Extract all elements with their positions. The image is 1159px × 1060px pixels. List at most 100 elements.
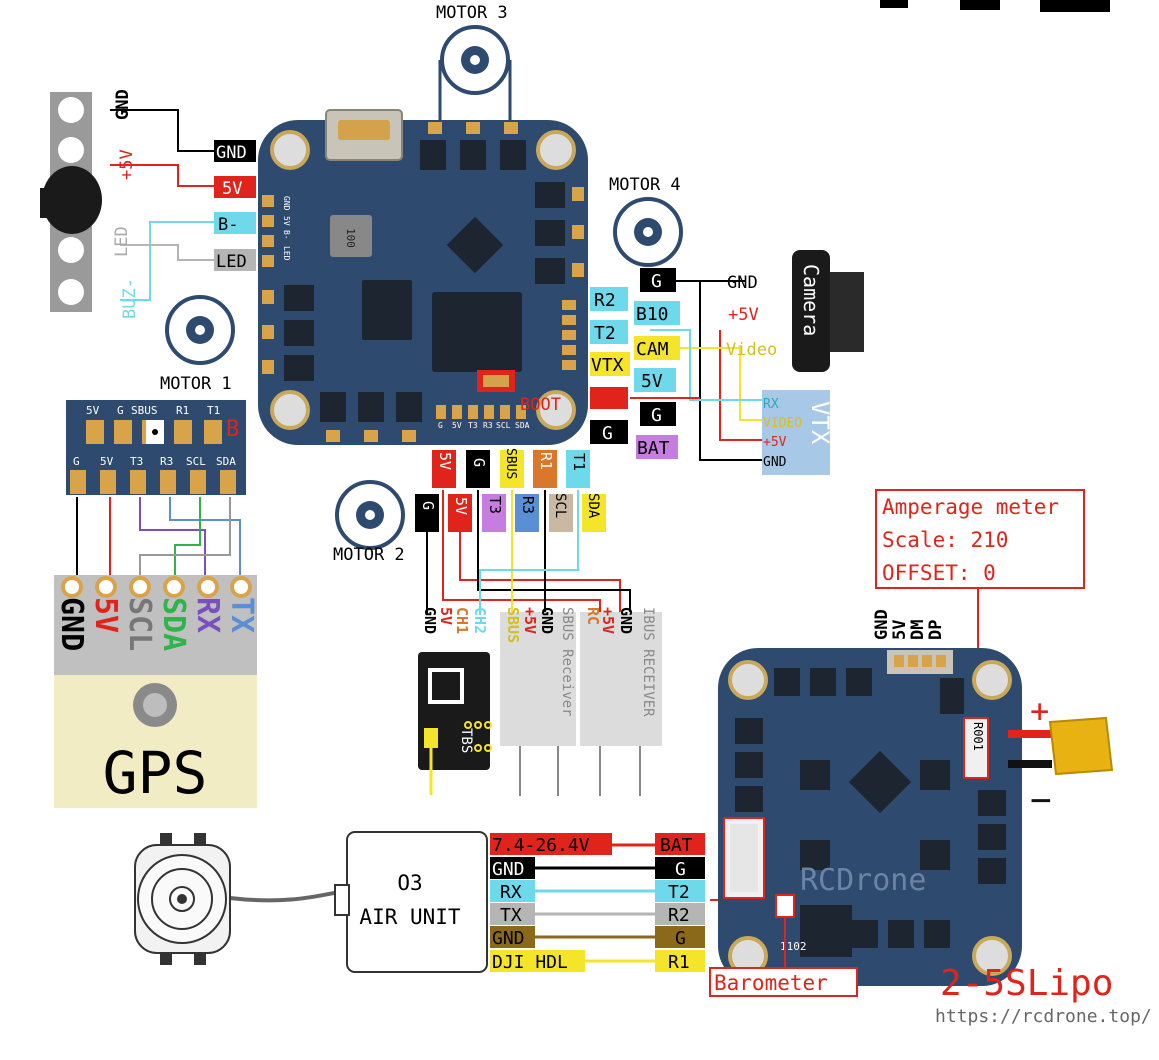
air-unit-line1: O3: [397, 871, 422, 895]
air-left-bat: 7.4-26.4V: [492, 835, 590, 856]
esc-pin-5v: 5V: [890, 620, 910, 640]
battery-plus: +: [1030, 692, 1049, 730]
tag-t1-bottom: T1: [570, 453, 588, 471]
gps-top-label-r1: R1: [176, 404, 189, 417]
esc-board-mark: 1102: [780, 940, 807, 953]
fc-silk-5v-left: 5V: [282, 216, 291, 226]
gps-bottom-label-r3: R3: [160, 455, 173, 468]
fc-silk-r3: R3: [483, 421, 493, 430]
tag-r3-bottom: R3: [519, 496, 537, 514]
camera-5v-label: +5V: [728, 305, 759, 325]
motor-1-label: MOTOR 1: [160, 374, 232, 394]
tag-b10-right: B10: [636, 304, 669, 325]
motor-4: MOTOR 4: [609, 175, 683, 267]
air-left-hdl: DJI HDL: [492, 952, 568, 973]
tag-g2-right: G: [651, 405, 662, 426]
fc-right-tags: G R2 B10 T2 CAM VTX 5V G G BAT: [590, 268, 680, 459]
tag-g-right: G: [651, 271, 662, 292]
amperage-meter-box: Amperage meter Scale: 210 OFFSET: 0: [875, 489, 1085, 651]
tag-bat-right: BAT: [637, 438, 670, 459]
source-url: https://rcdrone.top/: [935, 1006, 1152, 1027]
fc-bottom-tags: 5V G SBUS R1 T1 G 5V T3 R3 SCL SDA: [415, 448, 606, 532]
tag-g-bottom: G: [470, 458, 488, 467]
buzzer-gnd-label: GND: [113, 89, 133, 120]
camera: Camera GND +5V Video: [726, 250, 864, 372]
gps-top-label-t1: T1: [207, 404, 220, 417]
ibus-pin-5v: +5V: [599, 607, 617, 634]
esc-pin-gnd: GND: [872, 609, 892, 640]
air-left-gnd2: GND: [492, 928, 525, 949]
gps-top-label-5v: 5V: [86, 404, 100, 417]
gps-pin-gnd: GND: [54, 597, 89, 651]
tag-bminus-left: B-: [218, 215, 238, 235]
ibus-pin-rc: RC: [584, 607, 602, 625]
tag-t2-right: T2: [594, 323, 616, 344]
buzzer-led-label: LED: [112, 226, 132, 257]
tag-sda-bottom: SDA: [585, 493, 601, 519]
gps-top-label-sbus: SBUS: [131, 404, 158, 417]
gps-pin-rx: RX: [190, 597, 225, 633]
motor-1: MOTOR 1: [160, 295, 235, 394]
tag-gnd-left: GND: [216, 143, 247, 163]
camera-label: Camera: [799, 264, 823, 336]
fc-silk-led: LED: [282, 246, 291, 261]
air-right-r1: R1: [668, 952, 690, 973]
motor-3-label: MOTOR 3: [436, 3, 508, 23]
air-right-g2: G: [675, 928, 686, 949]
fc-silk-t3: T3: [468, 421, 478, 430]
tag-vtx-right: VTX: [591, 355, 624, 376]
gps-connector-board: 5V G SBUS R1 T1 B G 5V T3 R3 SCL SDA: [66, 400, 246, 495]
vtx-video-label: VIDEO: [763, 416, 802, 431]
gps-pin-5v: 5V: [88, 597, 123, 633]
fc-silk-gnd: GND: [282, 196, 291, 211]
tag-5v-left: 5V: [222, 179, 242, 199]
fc-silk-5v: 5V: [452, 421, 462, 430]
motor-2-label: MOTOR 2: [333, 545, 405, 565]
vtx: VTX RX VIDEO +5V GND: [762, 390, 834, 475]
tag-scl-bottom: SCL: [552, 493, 568, 518]
barometer-callout: Barometer: [709, 918, 858, 997]
fc-silk-sda: SDA: [515, 421, 530, 430]
wires: [76, 109, 762, 963]
boot-label: BOOT: [520, 395, 561, 415]
fc-silk-scl: SCL: [496, 421, 511, 430]
esc-board: R001 GND 5V DM DP RCDrone 1102: [718, 609, 1022, 986]
sbus-pin-gnd: GND: [538, 607, 556, 634]
tag-g-bottom-b: G: [419, 501, 437, 510]
air-right-bat: BAT: [660, 835, 693, 856]
gps-title: GPS: [103, 739, 208, 807]
sbus-label: SBUS Receiver: [559, 607, 575, 717]
air-unit: O3 AIR UNIT: [334, 831, 488, 973]
vtx-title: VTX: [806, 401, 834, 445]
fc-silk-g: G: [438, 421, 443, 430]
camera-video-label: Video: [726, 340, 777, 360]
air-left-tx: TX: [500, 905, 522, 926]
gps-bottom-label-5v: 5V: [100, 455, 114, 468]
ibus-pin-gnd: GND: [617, 607, 635, 634]
tag-cam-right: CAM: [636, 339, 669, 360]
camera-gnd-label: GND: [727, 273, 758, 293]
tag-5v-bottom-b: 5V: [452, 497, 470, 515]
air-right-r2: R2: [668, 905, 690, 926]
gps-module: GND 5V SCL SDA RX TX GPS: [54, 575, 259, 808]
tag-r1-bottom: R1: [537, 452, 555, 470]
air-left-rx: RX: [500, 882, 522, 903]
gps-top-label-b: B: [226, 417, 239, 442]
meter-offset: OFFSET: 0: [882, 561, 996, 585]
gps-pin-tx: TX: [224, 597, 259, 633]
buzzer: GND +5V LED BUZ-: [40, 89, 140, 319]
battery-lead: + −: [1008, 692, 1114, 821]
tag-5v-right: 5V: [641, 371, 663, 392]
meter-scale: Scale: 210: [882, 528, 1008, 552]
buzzer-buz-label: BUZ-: [120, 278, 140, 319]
fc-silk-bminus: B-: [282, 230, 291, 240]
air-unit-left-tags: 7.4-26.4V GND RX TX GND DJI HDL: [490, 833, 612, 973]
tag-t3-bottom: T3: [486, 496, 504, 514]
motor-2: MOTOR 2: [333, 480, 405, 565]
barometer-label: Barometer: [714, 971, 828, 995]
tag-g3-right: G: [602, 423, 613, 444]
air-unit-line2: AIR UNIT: [359, 905, 461, 929]
sbus-pin-5v: +5V: [521, 607, 539, 634]
air-unit-right-tags: BAT G T2 R2 G R1: [655, 833, 705, 973]
battery-minus: −: [1030, 780, 1052, 821]
